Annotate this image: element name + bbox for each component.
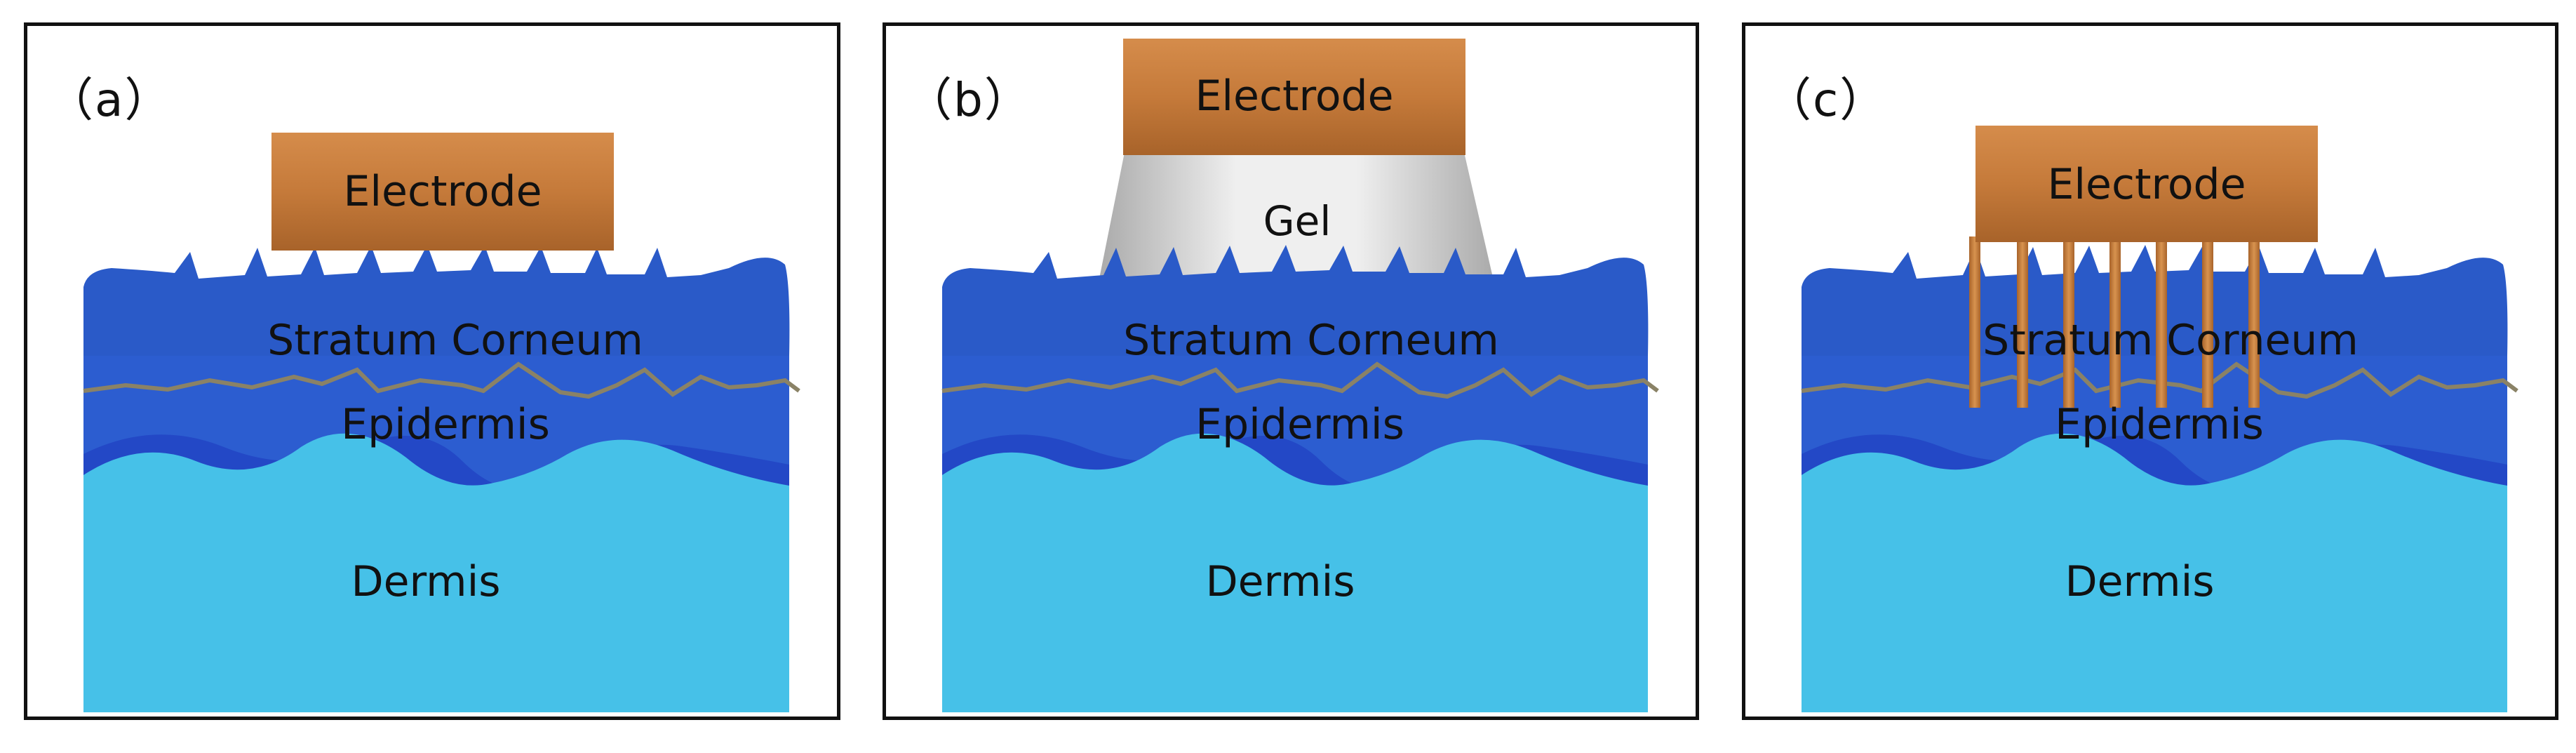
dermis-layer <box>1802 433 2507 712</box>
epidermis-label: Epidermis <box>341 400 550 449</box>
panel-a-dry-electrode: （a） Electrode Stratum Corneum Epidermis … <box>24 22 840 720</box>
electrode-label: Electrode <box>343 167 542 216</box>
dermis-layer <box>83 433 789 712</box>
microneedle <box>2202 236 2213 408</box>
stratum-corneum-label: Stratum Corneum <box>267 316 643 365</box>
skin-diagram-b <box>941 39 1659 712</box>
skin-diagram-c <box>1801 126 2518 712</box>
microneedle <box>2017 236 2028 408</box>
panel-c-microneedle-electrode: （c） Electrode Stratum Corneum Epidermis … <box>1742 22 2558 720</box>
panel-label: （c） <box>1765 73 1888 127</box>
microneedle <box>2063 236 2074 408</box>
dermis-label: Dermis <box>1205 557 1355 606</box>
epidermis-label: Epidermis <box>2055 400 2264 449</box>
microneedle <box>2156 236 2167 408</box>
panel-label: （b） <box>906 73 1032 127</box>
microneedle <box>2248 236 2260 408</box>
microneedle-array <box>1969 236 2260 408</box>
stratum-corneum-label: Stratum Corneum <box>1123 316 1499 365</box>
electrode <box>271 133 614 251</box>
electrode <box>1123 39 1465 155</box>
electrode-label: Electrode <box>2047 160 2246 209</box>
gel-label: Gel <box>1263 197 1331 245</box>
epidermis-boundary-line <box>1801 361 2518 399</box>
panel-label: （a） <box>47 73 173 127</box>
epidermis-boundary-line <box>941 361 1659 399</box>
skin-diagram-a <box>83 133 800 712</box>
stratum-corneum-label: Stratum Corneum <box>1983 316 2359 365</box>
panel-b-wet-electrode: （b） Electrode Gel Stratum Corneum Epider… <box>883 22 1699 720</box>
epidermis-label: Epidermis <box>1195 400 1404 449</box>
dermis-label: Dermis <box>2065 557 2215 606</box>
electrode-label: Electrode <box>1195 72 1394 121</box>
dermis-label: Dermis <box>351 557 501 606</box>
microneedle <box>1969 236 1980 408</box>
electrode <box>1975 126 2318 242</box>
stratum-corneum-layer <box>942 245 1649 356</box>
microneedle <box>2109 236 2121 408</box>
stratum-corneum-layer <box>83 245 790 356</box>
epidermis-boundary-line <box>83 361 800 399</box>
dermis-layer <box>942 433 1648 712</box>
